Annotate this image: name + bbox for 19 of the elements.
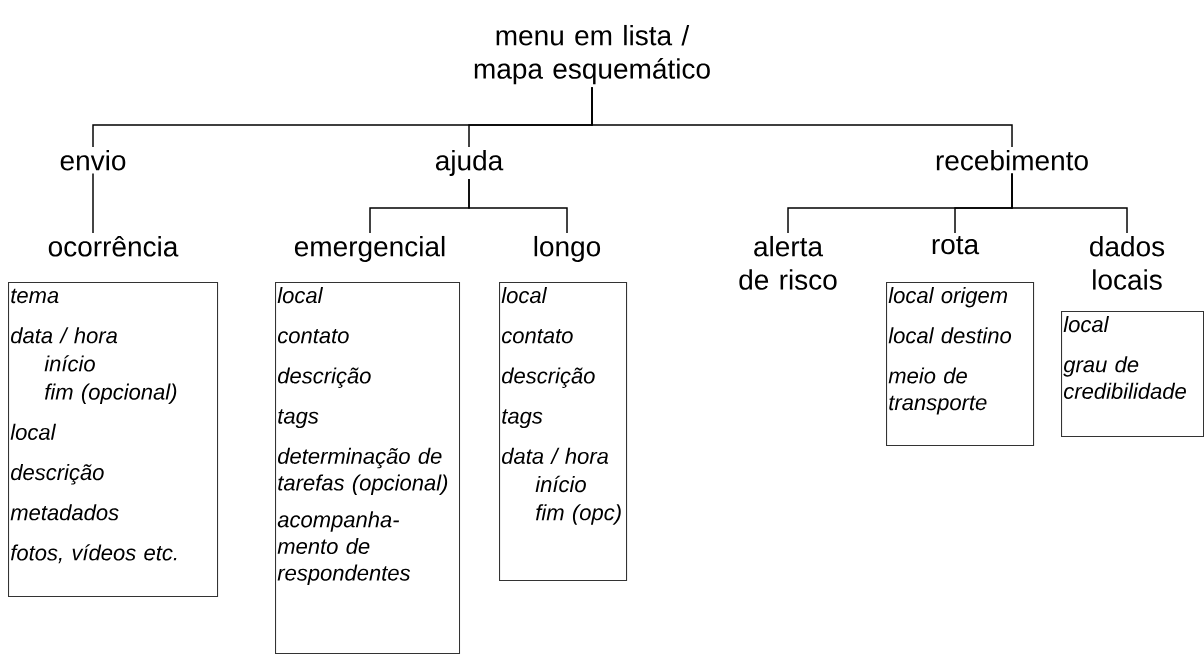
heading-text: dados locais	[1090, 235, 1165, 290]
heading-text: emergencial	[294, 235, 445, 263]
heading-text: recebimento	[936, 149, 1088, 171]
heading-text: longo	[534, 235, 601, 263]
heading-text: envio	[60, 149, 126, 171]
heading-text: menu em lista / mapa esquemático	[474, 24, 710, 85]
list-box: local contato descrição tags data / hora início fim (opc)	[499, 282, 628, 582]
connector-line	[591, 86, 1013, 148]
heading-text: alerta de risco	[739, 235, 837, 290]
connector-line	[92, 172, 94, 234]
list-box: local contato descrição tags determinação de tarefas (opcional) acompanha- mento de respondentes	[275, 282, 461, 654]
list-box: local origem local destino meio de transporte	[886, 282, 1035, 447]
heading-text: rota	[932, 235, 980, 255]
connector-line	[468, 178, 568, 234]
heading-text: ajuda	[435, 149, 504, 177]
list-box: tema data / hora início fim (opcional) local descrição metadados fotos, vídeos etc.	[8, 282, 219, 598]
connector-line	[1011, 172, 1128, 234]
heading-text: ocorrência	[48, 235, 179, 257]
list-box: local grau de credibilidade	[1061, 311, 1204, 438]
